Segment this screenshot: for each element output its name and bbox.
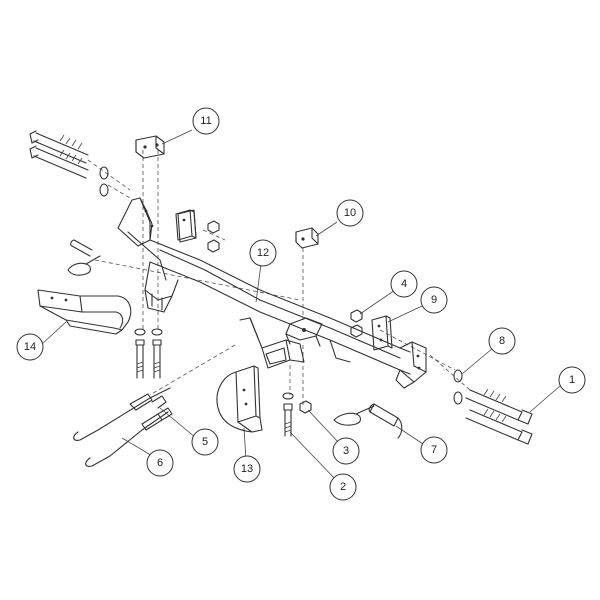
part-2-bolt	[282, 392, 294, 437]
callout-13: 13	[233, 455, 261, 483]
callout-3-label: 3	[343, 445, 349, 457]
callout-5: 5	[191, 428, 219, 456]
callout-8: 8	[488, 327, 516, 355]
callout-5-label: 5	[202, 436, 208, 448]
part-8-washers	[453, 369, 463, 405]
part-3-washer-nut	[299, 400, 312, 414]
callout-7-label: 7	[431, 444, 437, 456]
callout-10: 10	[336, 199, 364, 227]
callout-14: 14	[16, 333, 44, 361]
callout-6-label: 6	[157, 457, 163, 469]
part-1-bolts	[465, 388, 533, 445]
callout-9-label: 9	[431, 294, 437, 306]
callout-4: 4	[390, 270, 418, 298]
callout-2: 2	[329, 473, 357, 501]
part-14-loop-bracket	[37, 289, 132, 335]
callout-11: 11	[192, 107, 220, 135]
callout-leaders	[41, 129, 561, 483]
callout-6: 6	[146, 449, 174, 477]
left-long-bolts	[29, 130, 109, 197]
part-10-plate	[295, 227, 319, 249]
left-side-bracket	[177, 209, 220, 253]
callout-1-label: 1	[569, 374, 575, 386]
part-5-6-safety-cables	[73, 387, 173, 467]
part-13-loop-bracket	[216, 365, 263, 433]
callout-3: 3	[332, 437, 360, 465]
callout-2-label: 2	[340, 481, 346, 493]
callout-1: 1	[558, 366, 586, 394]
part-12-hitch-crossbar	[117, 197, 427, 389]
callout-4-label: 4	[401, 278, 407, 290]
callout-8-label: 8	[499, 335, 505, 347]
callout-13-label: 13	[241, 463, 253, 475]
callout-10-label: 10	[344, 207, 356, 219]
part-11-plate	[135, 135, 165, 159]
callout-12-label: 12	[257, 247, 269, 259]
callout-14-label: 14	[24, 341, 36, 353]
callout-12: 12	[249, 239, 277, 267]
callout-9: 9	[420, 286, 448, 314]
left-lower-bolts	[134, 328, 163, 379]
callout-7: 7	[420, 436, 448, 464]
part-7-hitch-pin	[333, 403, 403, 439]
part-4-nuts	[350, 309, 363, 338]
left-pin-clip	[67, 239, 101, 276]
callout-11-label: 11	[200, 115, 211, 127]
